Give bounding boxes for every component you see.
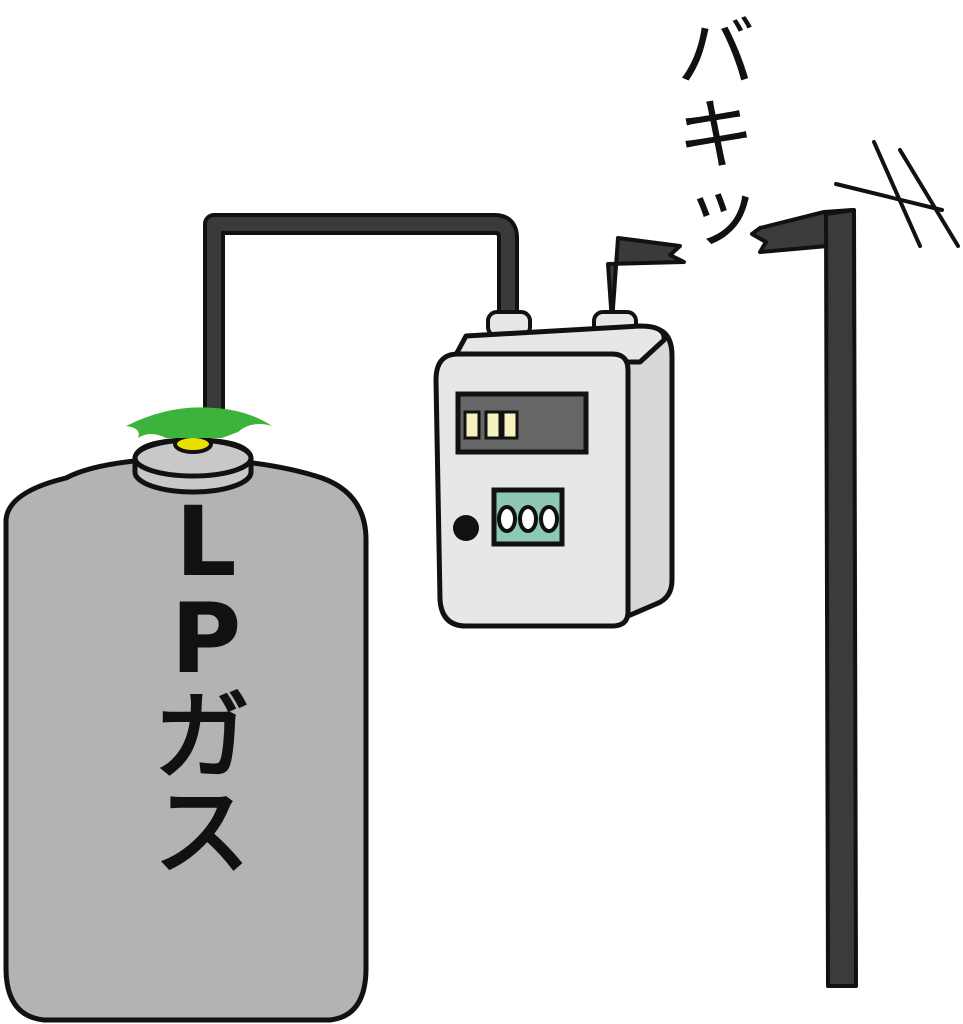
sound-effect-text: バ キ ッ [677, 9, 761, 257]
counter-wheel [539, 505, 559, 533]
break-marks [834, 140, 960, 248]
lp-gas-tank: L P ガ ス [3, 407, 369, 1023]
valve-ring [173, 434, 213, 454]
gas-meter [433, 310, 675, 629]
meter-digit [463, 410, 481, 440]
broken-pipe-left [606, 236, 686, 324]
sound-effect-char: キ [677, 91, 755, 181]
sound-effect-char: ッ [683, 167, 761, 257]
meter-reset-button [453, 515, 479, 541]
counter-wheel [518, 505, 538, 533]
tank-label-line: L [175, 486, 236, 598]
tank-label-line: ス [154, 777, 250, 889]
sound-effect-char: バ [677, 9, 755, 99]
counter-wheel [497, 505, 517, 533]
valve-handle [126, 407, 272, 438]
tank-label-line: P [171, 583, 241, 695]
tank-label-line: ガ [154, 681, 250, 793]
meter-digit [501, 410, 519, 440]
pole [824, 208, 858, 988]
meter-digit [484, 410, 502, 440]
supply-pipe [203, 213, 519, 420]
